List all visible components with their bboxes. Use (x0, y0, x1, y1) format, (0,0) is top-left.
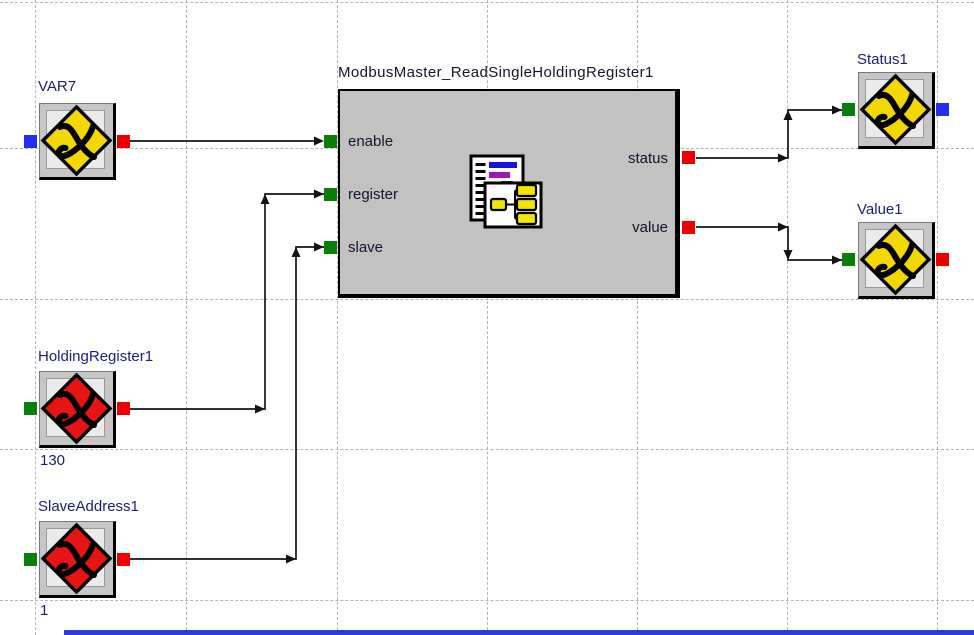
function-block-title: ModbusMaster_ReadSingleHoldingRegister1 (338, 64, 654, 81)
variable-block-var7[interactable] (39, 103, 116, 180)
variable-block-slaveaddress1[interactable] (39, 521, 116, 598)
grid-line (787, 0, 788, 635)
variable-block-value1[interactable] (858, 222, 935, 299)
grid-line (35, 0, 36, 635)
output-port-value[interactable] (682, 221, 695, 234)
variable-block-holdingregister1[interactable] (39, 371, 116, 448)
grid-line (337, 0, 338, 635)
wire-slaveaddress-to-slave[interactable] (130, 242, 324, 564)
variable-value-holdingregister1: 130 (40, 452, 66, 469)
variable-label-value1: Value1 (857, 201, 903, 218)
wire-status-to-status1[interactable] (696, 105, 842, 163)
value1-input-port[interactable] (842, 253, 855, 266)
grid-line (637, 0, 638, 635)
variable-value-slaveaddress1: 1 (40, 602, 49, 619)
variable-label-slaveaddress1: SlaveAddress1 (38, 498, 139, 515)
holdingregister1-input-port[interactable] (24, 402, 37, 415)
input-label-enable: enable (348, 133, 394, 150)
grid-line (0, 299, 974, 300)
grid-line (186, 0, 187, 635)
input-port-slave[interactable] (324, 241, 337, 254)
wire-holdingregister-to-register[interactable] (130, 189, 324, 414)
variable-label-holdingregister1: HoldingRegister1 (38, 348, 154, 365)
resize-handle-icon[interactable] (99, 582, 110, 593)
grid-line (937, 0, 938, 635)
resize-handle-icon[interactable] (661, 281, 672, 292)
slaveaddress1-output-port[interactable] (117, 553, 130, 566)
value1-output-port[interactable] (936, 253, 949, 266)
slaveaddress1-input-port[interactable] (24, 553, 37, 566)
input-label-slave: slave (348, 239, 384, 256)
variable-label-status1: Status1 (857, 51, 908, 68)
output-label-value: value (632, 219, 668, 236)
output-port-status[interactable] (682, 151, 695, 164)
grid-line (487, 0, 488, 635)
grid-line (0, 2, 974, 3)
var7-output-port[interactable] (117, 135, 130, 148)
grid-line (0, 600, 974, 601)
bottom-blue-bar (64, 630, 974, 635)
wire-value-to-value1[interactable] (696, 222, 842, 265)
function-block-modbus[interactable]: enable register slave status value (338, 89, 680, 298)
input-label-register: register (348, 186, 399, 203)
resize-handle-icon[interactable] (918, 133, 929, 144)
wire-var7-to-enable[interactable] (130, 136, 324, 146)
grid-line (0, 449, 974, 450)
status1-input-port[interactable] (842, 103, 855, 116)
input-port-enable[interactable] (324, 135, 337, 148)
holdingregister1-output-port[interactable] (117, 402, 130, 415)
input-port-register[interactable] (324, 188, 337, 201)
status1-output-port[interactable] (936, 103, 949, 116)
resize-handle-icon[interactable] (918, 283, 929, 294)
resize-handle-icon[interactable] (99, 432, 110, 443)
var7-input-port[interactable] (24, 135, 37, 148)
variable-block-status1[interactable] (858, 72, 935, 149)
output-label-status: status (627, 150, 668, 167)
variable-label-var7: VAR7 (38, 78, 77, 95)
resize-handle-icon[interactable] (99, 164, 110, 175)
program-icon (469, 154, 543, 229)
